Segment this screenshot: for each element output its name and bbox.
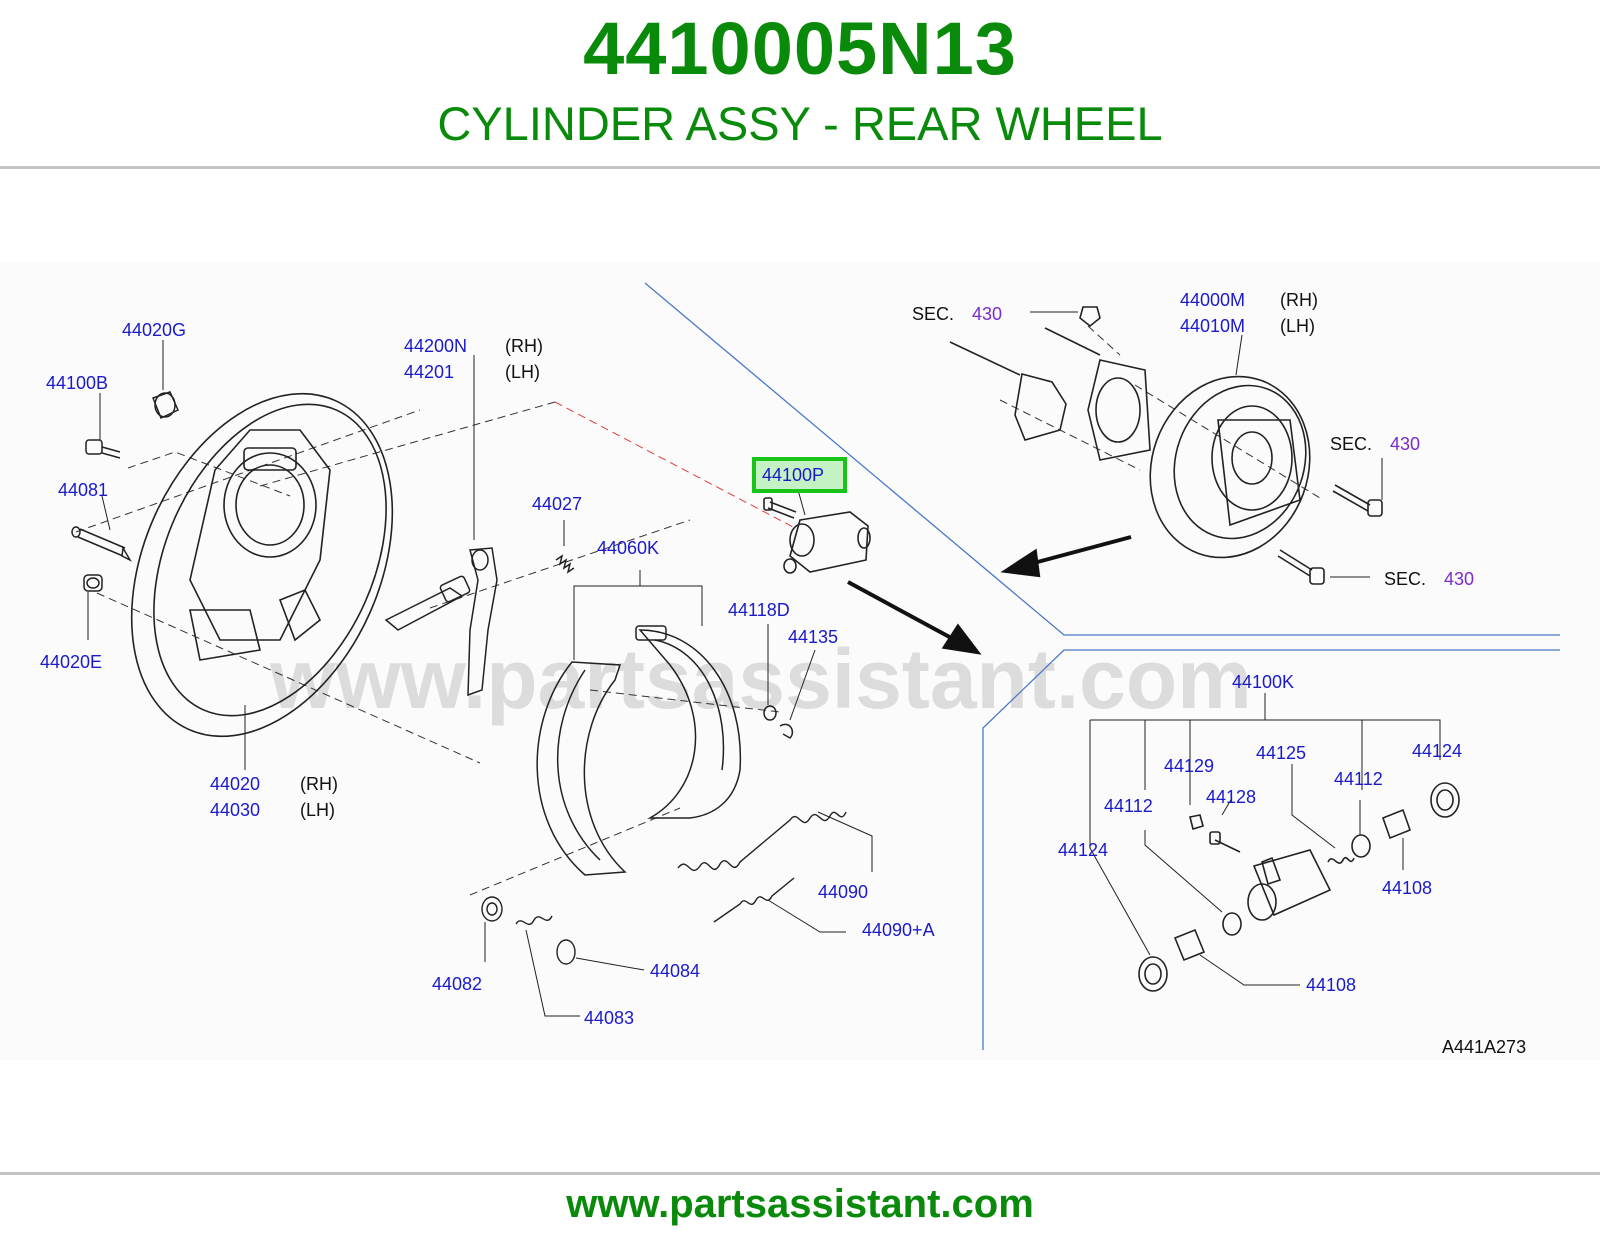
callout-44124-left[interactable]: 44124 — [1058, 840, 1108, 860]
callout-44060k[interactable]: 44060K — [597, 538, 659, 558]
footer-url[interactable]: www.partsassistant.com — [566, 1182, 1034, 1226]
label-lh-44201: (LH) — [505, 362, 540, 382]
callout-44112-right[interactable]: 44112 — [1334, 769, 1383, 789]
callout-44112-left[interactable]: 44112 — [1104, 796, 1153, 816]
page-header: 4410005N13 CYLINDER ASSY - REAR WHEEL — [0, 0, 1600, 170]
header-divider — [0, 166, 1600, 169]
callout-44124-right[interactable]: 44124 — [1412, 741, 1462, 761]
springs-drawing — [481, 811, 847, 965]
sec-ref-middle-label: SEC. — [1330, 434, 1372, 454]
diagram-area — [0, 262, 1600, 1060]
callout-44100p[interactable]: 44100P — [762, 465, 824, 485]
part-number: 4410005N13 — [583, 7, 1017, 90]
backing-plate-drawing — [130, 392, 394, 738]
wheel-cylinder-drawing — [763, 497, 871, 574]
brake-assembly-drawing — [949, 306, 1383, 585]
section-references: SEC. 430 SEC. 430 SEC. 430 — [912, 304, 1474, 589]
brake-shoes-drawing — [536, 625, 742, 876]
callout-44010m[interactable]: 44010M — [1180, 316, 1245, 336]
label-rh-44020: (RH) — [300, 774, 338, 794]
callout-44100b[interactable]: 44100B — [46, 373, 108, 393]
callout-44200n[interactable]: 44200N — [404, 336, 467, 356]
clips-drawing — [763, 705, 794, 739]
label-rh-44000m: (RH) — [1280, 290, 1318, 310]
callout-44083[interactable]: 44083 — [584, 1008, 634, 1028]
cylinder-reference-dash — [554, 401, 796, 529]
watermark-text: www.partsassistant.com — [269, 632, 1252, 726]
callout-44129[interactable]: 44129 — [1164, 756, 1214, 776]
callout-44135[interactable]: 44135 — [788, 627, 838, 647]
callout-44128[interactable]: 44128 — [1206, 787, 1256, 807]
footer-divider — [0, 1172, 1600, 1175]
callout-44020e[interactable]: 44020E — [40, 652, 102, 672]
callout-44082[interactable]: 44082 — [432, 974, 482, 994]
callout-44100k[interactable]: 44100K — [1232, 672, 1294, 692]
adjuster-lever-drawing — [384, 547, 575, 697]
sec-ref-top-label: SEC. — [912, 304, 954, 324]
callout-44118d[interactable]: 44118D — [728, 600, 790, 620]
direction-arrows — [847, 535, 1132, 655]
sec-ref-lower-number[interactable]: 430 — [1444, 569, 1474, 589]
callout-44108-bottom[interactable]: 44108 — [1306, 975, 1356, 995]
section-divider-lines — [644, 282, 1560, 1050]
callout-44000m[interactable]: 44000M — [1180, 290, 1245, 310]
sec-ref-middle-number[interactable]: 430 — [1390, 434, 1420, 454]
callout-44084[interactable]: 44084 — [650, 961, 700, 981]
callout-44090[interactable]: 44090 — [818, 882, 868, 902]
cylinder-kit-drawing — [1138, 782, 1460, 992]
side-labels: (RH) (LH) (RH) (LH) (RH) (LH) — [300, 290, 1318, 820]
callout-44020g[interactable]: 44020G — [122, 320, 186, 340]
label-rh-44200n: (RH) — [505, 336, 543, 356]
callout-44020[interactable]: 44020 — [210, 774, 260, 794]
callout-44090a[interactable]: 44090+A — [862, 920, 935, 940]
callout-labels: 44020G 44100B 44081 44020E 44020 44030 4… — [40, 290, 1462, 1028]
callout-44201[interactable]: 44201 — [404, 362, 454, 382]
part-title: CYLINDER ASSY - REAR WHEEL — [437, 97, 1163, 150]
leader-lines — [87, 311, 1441, 1017]
sec-ref-top-number[interactable]: 430 — [972, 304, 1002, 324]
left-fasteners-drawing — [71, 391, 179, 592]
callout-44027[interactable]: 44027 — [532, 494, 582, 514]
label-lh-44030: (LH) — [300, 800, 335, 820]
callout-44081[interactable]: 44081 — [58, 480, 108, 500]
callout-44108-right[interactable]: 44108 — [1382, 878, 1432, 898]
callout-44125[interactable]: 44125 — [1256, 743, 1306, 763]
diagram-code: A441A273 — [1442, 1037, 1526, 1057]
selected-part-highlight — [752, 457, 847, 493]
sec-ref-lower-label: SEC. — [1384, 569, 1426, 589]
callout-44030[interactable]: 44030 — [210, 800, 260, 820]
label-lh-44010m: (LH) — [1280, 316, 1315, 336]
